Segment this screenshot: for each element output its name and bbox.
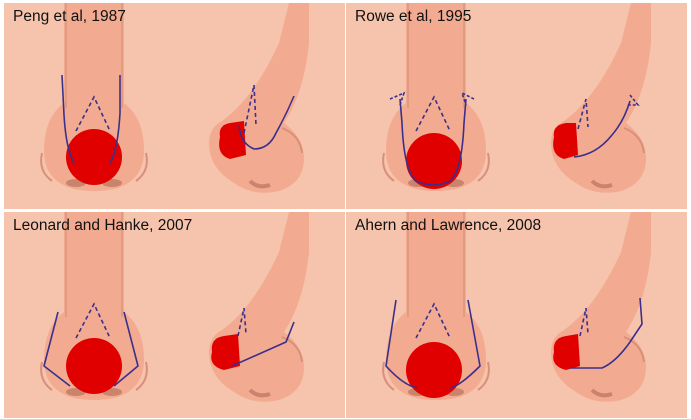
panel-label: Peng et al, 1987 bbox=[13, 8, 126, 26]
panel-ahern-lawrence-2008: Ahern and Lawrence, 2008 bbox=[346, 212, 687, 418]
panel-illustration bbox=[4, 3, 345, 209]
panel-label: Leonard and Hanke, 2007 bbox=[13, 217, 192, 235]
panel-label: Rowe et al, 1995 bbox=[355, 8, 471, 26]
panel-leonard-hanke-2007: Leonard and Hanke, 2007 bbox=[4, 212, 345, 418]
panel-illustration bbox=[346, 212, 687, 418]
panel-label: Ahern and Lawrence, 2008 bbox=[355, 217, 541, 235]
defect-lateral bbox=[219, 121, 246, 159]
panel-illustration bbox=[346, 3, 687, 209]
defect-frontal bbox=[66, 338, 122, 394]
defect-lateral bbox=[553, 123, 578, 159]
panel-peng-1987: Peng et al, 1987 bbox=[4, 3, 345, 209]
panel-illustration bbox=[4, 212, 345, 418]
panel-rowe-1995: Rowe et al, 1995 bbox=[346, 3, 687, 209]
defect-frontal bbox=[406, 342, 462, 398]
